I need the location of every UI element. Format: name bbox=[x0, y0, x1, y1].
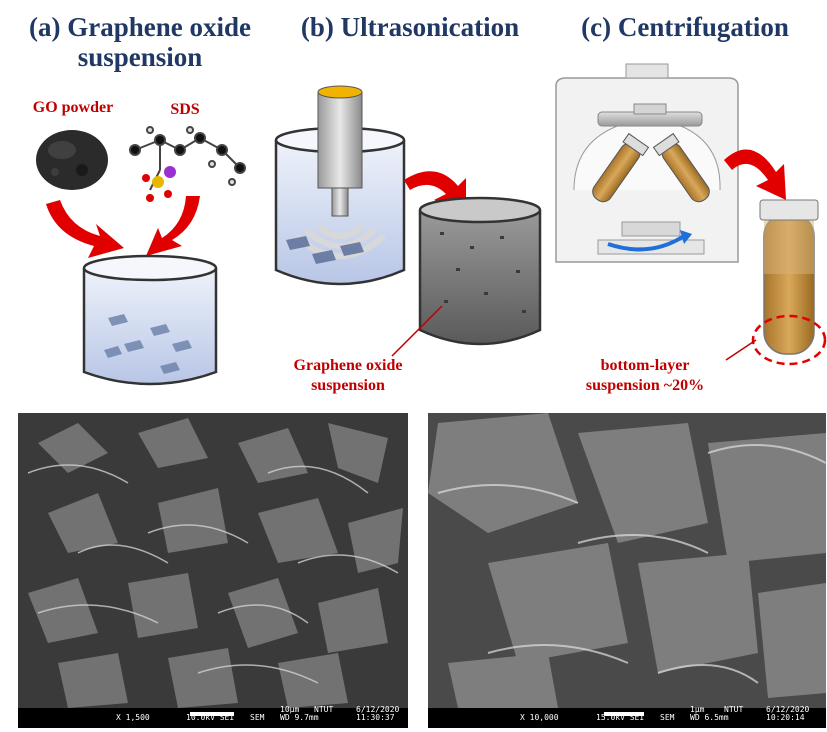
result-tube-icon bbox=[751, 199, 827, 366]
sds-label: SDS bbox=[170, 101, 200, 118]
sem2-scale-bar bbox=[604, 712, 644, 716]
sem1-voltage: 10.0kV SEI bbox=[186, 713, 235, 722]
ultrasonic-probe-icon bbox=[317, 85, 363, 217]
go-suspension-beaker bbox=[418, 196, 542, 346]
sem-info-bar-2: X 10,000 15.0kV SEI SEM 1μm NTUT WD 6.5m… bbox=[428, 705, 826, 728]
sem1-scale: 10μm bbox=[280, 705, 300, 714]
sem1-date: 6/12/2020 bbox=[356, 705, 400, 714]
go-powder-icon bbox=[36, 130, 108, 190]
panel-a-title-line1: (a) Graphene oxide bbox=[29, 12, 251, 42]
graphene-oxide-label-line2: suspension bbox=[311, 377, 385, 394]
bottom-layer-label: bottom-layer suspension ~20% bbox=[560, 356, 730, 396]
sem1-wd: WD 9.7mm bbox=[280, 713, 319, 722]
sem1-mode: SEM bbox=[250, 713, 265, 722]
bottom-layer-label-line2: suspension ~20% bbox=[585, 377, 705, 394]
arrow-sds-to-beaker bbox=[146, 196, 200, 256]
sem1-scale-bar bbox=[190, 712, 234, 716]
panel-a-title: (a) Graphene oxide suspension bbox=[10, 12, 270, 72]
sem2-mode: SEM bbox=[660, 713, 675, 722]
sds-molecule-icon bbox=[129, 126, 246, 202]
sem2-org: NTUT bbox=[724, 705, 744, 714]
pointer-to-bottom-layer bbox=[725, 339, 757, 361]
sem1-org: NTUT bbox=[314, 705, 334, 714]
sem-image-high-magnification: X 10,000 15.0kV SEI SEM 1μm NTUT WD 6.5m… bbox=[428, 413, 826, 728]
centrifuge-icon bbox=[555, 63, 739, 263]
sem-info-bar-1: X 1,500 10.0kV SEI SEM 10μm NTUT WD 9.7m… bbox=[18, 705, 408, 728]
arrow-powder-to-beaker bbox=[46, 200, 124, 258]
panel-a-title-line2: suspension bbox=[77, 42, 203, 72]
sem2-voltage: 15.0kV SEI bbox=[596, 713, 645, 722]
process-diagram bbox=[36, 63, 827, 386]
sem-texture-zoom bbox=[428, 413, 826, 708]
sem2-time: 10:20:14 bbox=[766, 713, 805, 722]
bottom-layer-label-line1: bottom-layer bbox=[600, 357, 690, 374]
panel-b-title: (b) Ultrasonication bbox=[300, 12, 520, 42]
graphene-oxide-suspension-label: Graphene oxide suspension bbox=[268, 356, 428, 396]
sem-image-low-magnification: X 1,500 10.0kV SEI SEM 10μm NTUT WD 9.7m… bbox=[18, 413, 408, 728]
sem1-magnification: X 1,500 bbox=[116, 713, 150, 722]
sem1-time: 11:30:37 bbox=[356, 713, 395, 722]
sem-texture bbox=[18, 413, 408, 708]
sem2-scale: 1μm bbox=[690, 705, 705, 714]
sem2-magnification: X 10,000 bbox=[520, 713, 559, 722]
sem2-date: 6/12/2020 bbox=[766, 705, 810, 714]
beaker-a bbox=[82, 254, 218, 386]
graphene-oxide-label-line1: Graphene oxide bbox=[293, 357, 403, 374]
panel-c-title: (c) Centrifugation bbox=[581, 12, 789, 42]
pointer-to-suspension bbox=[391, 305, 443, 357]
arrow-to-tube bbox=[724, 149, 786, 200]
sem2-wd: WD 6.5mm bbox=[690, 713, 729, 722]
go-powder-label: GO powder bbox=[32, 99, 114, 116]
